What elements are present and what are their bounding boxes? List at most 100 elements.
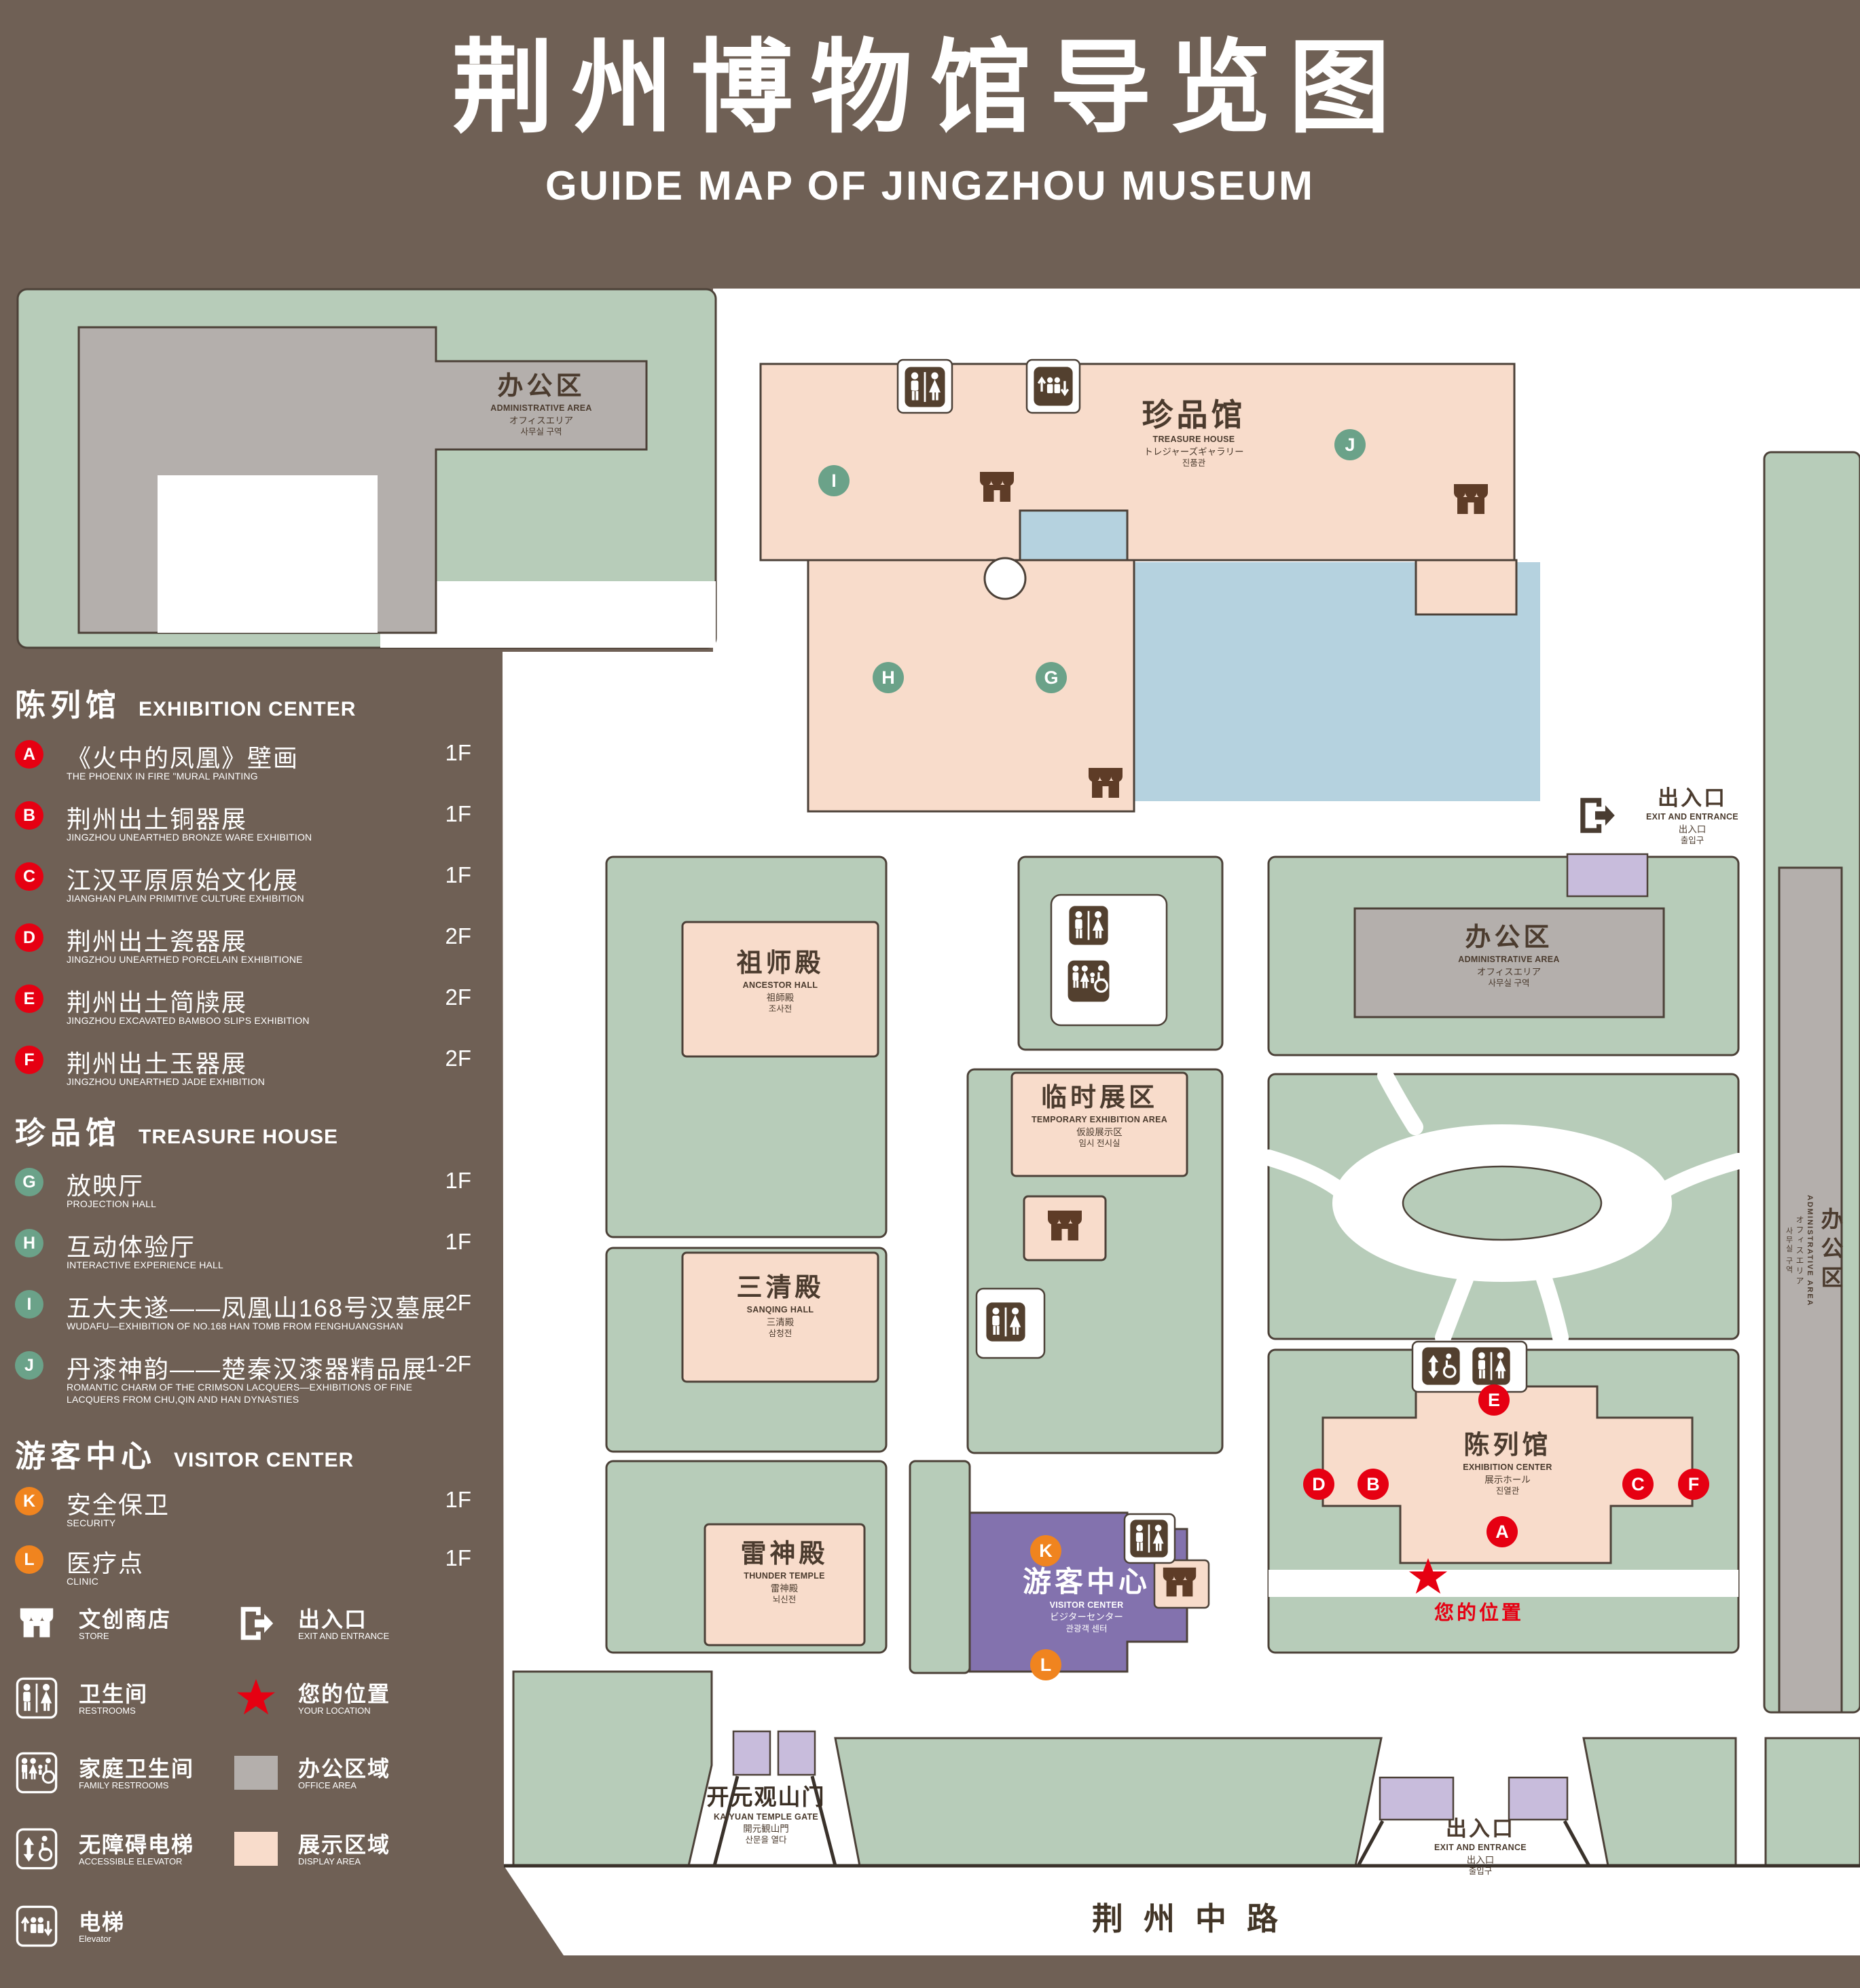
thunder-temple-kr: 뇌신전 (772, 1594, 797, 1604)
label-visitor-center: 游客中心 VISITOR CENTER ビジターセンター 관광객 센터 (1023, 1566, 1150, 1634)
legend-section-visitor-center: 游客中心 VISITOR CENTER (15, 1431, 354, 1475)
kaiyuan-gate-en: KAIYUAN TEMPLE GATE (713, 1811, 819, 1822)
exhibition-center-kr: 진열관 (1495, 1486, 1520, 1496)
thunder-temple-building (704, 1523, 866, 1646)
badge-G: G (15, 1168, 43, 1196)
item-zh: 互动体验厅 (67, 1233, 196, 1261)
treasure-house-east-wing (1415, 559, 1518, 616)
label-east-exit: 出入口 EXIT AND ENTRANCE 出入口 출입구 (1646, 786, 1738, 845)
display-area-swatch (234, 1832, 278, 1866)
marker-C: C (1622, 1469, 1654, 1500)
page-title: 荆州博物馆导览图 (452, 31, 1408, 145)
item-en: SECURITY (67, 1517, 116, 1528)
item-zh: 五大夫遂——凤凰山168号汉墓展 (67, 1294, 448, 1322)
item-en: JINGZHOU UNEARTHED JADE EXHIBITION (67, 1076, 266, 1087)
restroom-icon (1472, 1347, 1510, 1385)
east-exit-jp: 出入口 (1678, 824, 1707, 834)
item-zh: 荆州出土铜器展 (67, 805, 248, 833)
symbol-en: YOUR LOCATION (298, 1706, 371, 1716)
marker-F: F (1678, 1469, 1709, 1500)
section-title-zh: 陈列馆 (15, 688, 122, 722)
sanqing-hall-zh: 三清殿 (736, 1274, 824, 1302)
sanqing-hall-en: SANQING HALL (746, 1305, 814, 1315)
temporary-zh: 临时展区 (1040, 1084, 1159, 1112)
legend-item-A: A 《火中的凤凰》壁画 THE PHOENIX IN FIRE "MURAL P… (15, 739, 471, 796)
label-office-topleft: 办公区 ADMINISTRATIVE AREA オフィスエリア 사무실 구역 (490, 372, 591, 437)
elevator-icon (15, 1905, 58, 1947)
pavilion (983, 557, 1027, 600)
treasure-house-en: TREASURE HOUSE (1152, 435, 1235, 445)
road-lines (504, 1775, 1860, 1868)
item-en: PROJECTION HALL (67, 1198, 157, 1209)
marker-J: J (1334, 429, 1366, 460)
marker-D: D (1303, 1469, 1334, 1500)
item-en: JINGZHOU UNEARTHED PORCELAIN EXHIBITIONE (67, 954, 303, 965)
badge-K: K (15, 1487, 43, 1515)
marker-G: G (1036, 662, 1067, 693)
treasure-house-jp: トレジャーズギャラリー (1144, 446, 1244, 457)
restroom-icon (1130, 1520, 1168, 1558)
item-floor: 1F (445, 862, 471, 887)
symbol-zh: 出入口 (298, 1607, 368, 1632)
lawn-bottom-mid (834, 1737, 1383, 1867)
treasure-house-south-wing (807, 559, 1135, 813)
treasure-house-kr: 진품관 (1182, 458, 1206, 468)
courtyard-top-left (158, 475, 378, 633)
office-mid-building (1353, 907, 1665, 1018)
legend-item-F: F 荆州出土玉器展 JINGZHOU UNEARTHED JADE EXHIBI… (15, 1044, 471, 1101)
item-en: THE PHOENIX IN FIRE "MURAL PAINTING (67, 771, 258, 781)
exit-icon (234, 1602, 278, 1644)
office-right-jp: オフィスエリア (1795, 1215, 1804, 1287)
thunder-temple-zh: 雷神殿 (740, 1540, 828, 1568)
kaiyuan-gate-jp: 開元観山門 (743, 1823, 789, 1834)
exhibition-center-en: EXHIBITION CENTER (1463, 1462, 1552, 1473)
item-floor: 1F (445, 1487, 471, 1512)
legend-item-L: L 医疗点 CLINIC 1F (15, 1544, 471, 1601)
path-below-exhibition (1269, 1570, 1738, 1597)
symbol-zh: 卫生间 (79, 1682, 149, 1706)
office-mid-en: ADMINISTRATIVE AREA (1458, 955, 1560, 965)
marker-L: L (1030, 1649, 1061, 1680)
office-right-zh: 办公区 (1818, 1207, 1843, 1295)
section-title-zh: 游客中心 (15, 1439, 157, 1473)
section-title-en: EXHIBITION CENTER (139, 698, 357, 720)
office-area-swatch (234, 1756, 278, 1790)
symbol-zh: 无障碍电梯 (79, 1833, 195, 1857)
restroom-icon (1069, 906, 1108, 945)
label-office-mid: 办公区 ADMINISTRATIVE AREA オフィスエリア 사무실 구역 (1458, 923, 1559, 988)
item-zh: 荆州出土瓷器展 (67, 927, 248, 955)
badge-E: E (15, 984, 43, 1013)
item-floor: 2F (445, 1290, 471, 1315)
temporary-kr: 임시 전시실 (1078, 1138, 1120, 1148)
kaiyuan-gate-kr: 산문을 열다 (745, 1835, 787, 1845)
exhibition-center-building (1321, 1385, 1694, 1564)
marker-K: K (1030, 1535, 1061, 1566)
symbol-en: ACCESSIBLE ELEVATOR (79, 1856, 183, 1866)
south-exit-kiosk-left (1379, 1776, 1455, 1821)
item-zh: 安全保卫 (67, 1491, 170, 1519)
office-right-building (1778, 866, 1843, 1714)
symbol-en: EXIT AND ENTRANCE (298, 1631, 390, 1641)
badge-C: C (15, 862, 43, 891)
visitor-center-en: VISITOR CENTER (1049, 1600, 1124, 1610)
garden-connector-paths (1260, 1067, 1747, 1346)
accessible-elevator-icon (15, 1828, 58, 1870)
south-exit-jp: 出入口 (1466, 1854, 1495, 1865)
restroom-icon (15, 1677, 58, 1719)
lawn-visitor-west (909, 1460, 971, 1674)
section-title-zh: 珍品馆 (15, 1116, 122, 1150)
symbol-en: OFFICE AREA (298, 1780, 357, 1790)
legend-section-treasure-house: 珍品馆 TREASURE HOUSE (15, 1108, 338, 1152)
ancestor-hall-en: ANCESTOR HALL (742, 980, 818, 991)
label-exhibition-center: 陈列馆 EXHIBITION CENTER 展示ホール 진열관 (1463, 1431, 1552, 1496)
temporary-en: TEMPORARY EXHIBITION AREA (1031, 1115, 1168, 1125)
label-treasure-house: 珍品馆 TREASURE HOUSE トレジャーズギャラリー 진품관 (1142, 397, 1246, 468)
south-exit-en: EXIT AND ENTRANCE (1434, 1843, 1527, 1853)
family-restroom-icon (15, 1752, 58, 1794)
south-exit-zh: 出入口 (1446, 1817, 1515, 1841)
office-right-en: ADMINISTRATIVE AREA (1806, 1195, 1814, 1307)
store-icon (15, 1602, 58, 1644)
sanqing-hall-kr: 삼청전 (768, 1328, 792, 1338)
label-south-exit: 出入口 EXIT AND ENTRANCE 出入口 출입구 (1434, 1817, 1527, 1876)
